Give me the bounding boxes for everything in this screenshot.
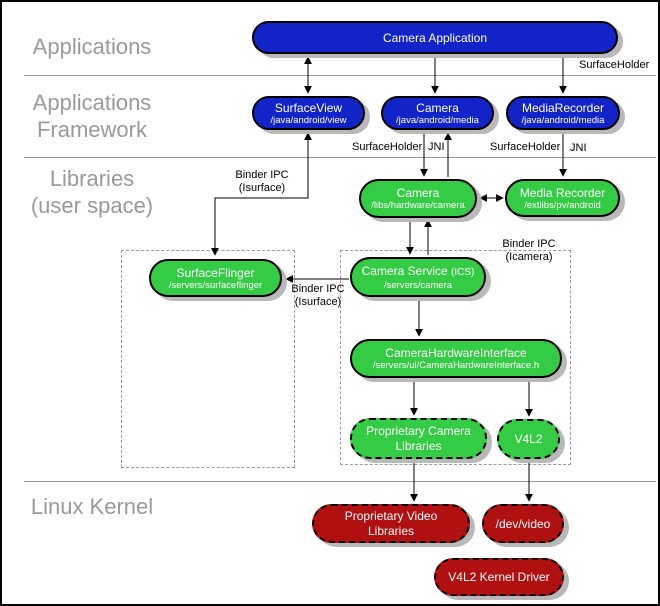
label-binder-ipc-icamera: Binder IPC (Icamera) (494, 238, 564, 264)
node-title: SurfaceFlinger (176, 265, 255, 280)
layer-label-linux-kernel: Linux Kernel (12, 493, 172, 520)
node-proprietary-camera-libraries: Proprietary Camera Libraries (350, 418, 487, 459)
node-dev-video: /dev/video (482, 504, 564, 543)
node-path: /libs/hardware/camera (371, 200, 465, 211)
node-path: /servers/camera (383, 279, 453, 291)
label-binder-ipc-isurface-view: Binder IPC (Isurface) (216, 169, 308, 195)
node-title: Camera (396, 186, 440, 200)
node-title-suffix: (ICS) (451, 266, 475, 278)
node-path: /extlibs/pv/android (524, 199, 601, 211)
layer-label-text: Applications (32, 34, 152, 59)
separator-applications-framework (24, 75, 656, 76)
label-surfaceholder-mediarecorder: SurfaceHolder (490, 141, 561, 153)
node-title: CameraHardwareInterface (385, 346, 527, 360)
separator-libraries-kernel (24, 481, 656, 482)
node-title: Media Recorder (519, 185, 606, 200)
layer-label-text: (user space) (30, 193, 154, 218)
label-line: Binder IPC (235, 169, 289, 181)
node-v4l2-kernel-driver: V4L2 Kernel Driver (434, 558, 564, 596)
node-surfaceflinger: SurfaceFlinger /servers/surfaceflinger (149, 259, 282, 297)
node-media-recorder-lib: Media Recorder /extlibs/pv/android (505, 179, 620, 217)
label-line: (Isurface) (294, 296, 342, 308)
node-title: SurfaceView (274, 100, 343, 115)
label-jni-camera: JNI (428, 141, 445, 153)
separator-framework-libraries (24, 157, 656, 158)
node-title: Proprietary Camera Libraries (366, 423, 471, 453)
node-path: /servers/surfaceflinger (168, 279, 263, 291)
node-title: Camera (416, 100, 459, 115)
node-title: V4L2 (514, 432, 543, 446)
node-camera-java: Camera /java/android/media (381, 96, 494, 130)
node-path: /java/android/view (270, 114, 347, 126)
label-jni-mediarecorder: JNI (570, 142, 587, 154)
layer-label-applications: Applications (12, 33, 172, 60)
label-line: Binder IPC (502, 238, 556, 250)
dashed-group-camera-service (340, 250, 571, 465)
node-camera-application: Camera Application (252, 21, 618, 54)
node-path: /servers/ui/CameraHardwareInterface.h (372, 360, 540, 371)
arrow-surfaceview-surfaceflinger (211, 132, 312, 256)
label-surfaceholder-top: SurfaceHolder (579, 59, 650, 71)
node-path: /java/android/media (521, 114, 605, 126)
node-title: Proprietary Video Libraries (344, 508, 438, 538)
node-proprietary-video-libraries: Proprietary Video Libraries (312, 504, 470, 543)
label-binder-ipc-isurface-service: Binder IPC (Isurface) (286, 283, 350, 309)
node-mediarecorder-java: MediaRecorder /java/android/media (506, 96, 620, 130)
layer-label-applications-framework: Applications Framework (12, 89, 172, 143)
label-surfaceholder-camera: SurfaceHolder (352, 141, 423, 153)
node-camera-service: Camera Service (ICS) /servers/camera (350, 257, 486, 297)
node-title: Camera Application (382, 30, 488, 45)
label-line: Binder IPC (291, 283, 345, 295)
node-title-main: Camera Service (361, 263, 448, 278)
layer-label-libraries: Libraries (user space) (12, 165, 172, 219)
node-surfaceview: SurfaceView /java/android/view (252, 96, 365, 130)
layer-label-text: Linux Kernel (30, 494, 154, 519)
node-camera-lib: Camera /libs/hardware/camera (359, 179, 477, 218)
node-title: Camera Service (ICS) (362, 264, 475, 280)
dashed-group-surfaceflinger (121, 250, 295, 468)
label-line: (Isurface) (238, 182, 286, 194)
node-title: MediaRecorder (521, 100, 605, 115)
node-v4l2: V4L2 (497, 419, 560, 459)
node-title: /dev/video (495, 516, 551, 531)
layer-label-text: Framework (36, 117, 147, 142)
node-camera-hardware-interface: CameraHardwareInterface /servers/ui/Came… (350, 339, 562, 378)
layer-label-text: Libraries (49, 166, 135, 191)
node-title: V4L2 Kernel Driver (448, 570, 550, 584)
node-path: /java/android/media (396, 114, 479, 126)
layer-label-text: Applications (32, 90, 152, 115)
label-line: (Icamera) (505, 251, 553, 263)
